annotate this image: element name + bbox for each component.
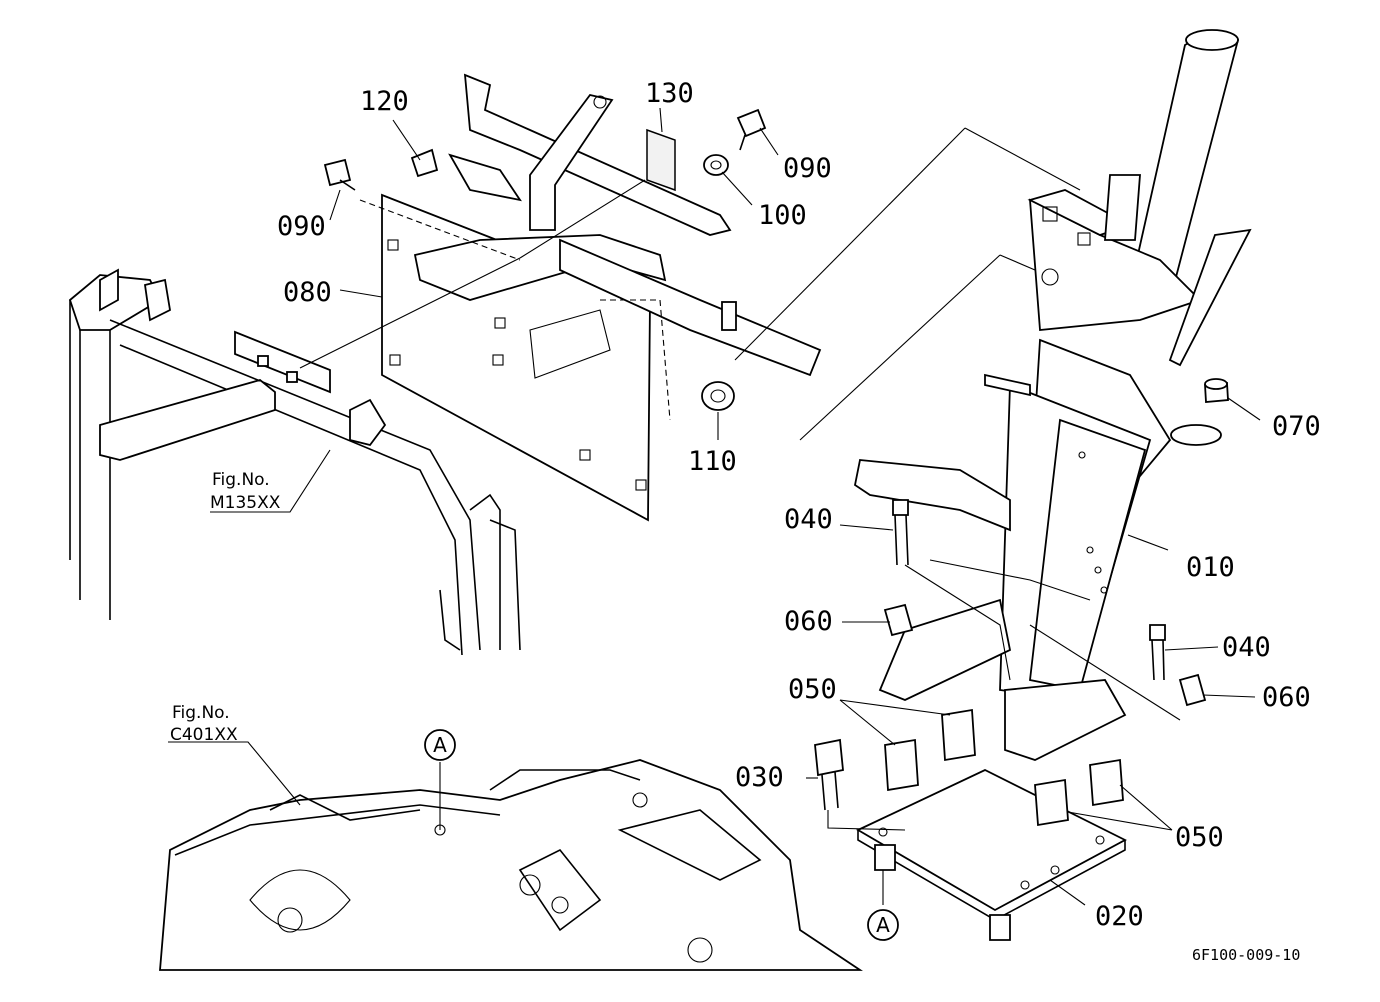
steering-column-010	[853, 29, 1252, 701]
callout-130: 130	[645, 78, 694, 109]
marker-a-top-circle	[424, 729, 456, 761]
fig-ref-1-code: M135XX	[210, 493, 281, 513]
callout-110: 110	[688, 446, 737, 477]
callout-060-left: 060	[784, 606, 833, 637]
fig-ref-1-label: Fig.No.	[212, 470, 270, 490]
fig-ref-2-label: Fig.No.	[172, 703, 230, 723]
fig-ref-2-code: C401XX	[170, 725, 238, 745]
callout-050-right: 050	[1175, 822, 1224, 853]
base-plate-020	[856, 679, 1127, 941]
marker-a-top: A	[433, 733, 447, 757]
mounts-and-nuts	[883, 603, 1207, 827]
callout-040-right: 040	[1222, 632, 1271, 663]
callout-080: 080	[283, 277, 332, 308]
alignment-lines	[299, 127, 1181, 831]
callout-030: 030	[735, 762, 784, 793]
callout-090-left: 090	[277, 211, 326, 242]
callout-120: 120	[360, 86, 409, 117]
frame-assembly	[68, 268, 521, 656]
callout-040-left: 040	[784, 504, 833, 535]
figure-references: Fig.No. M135XX Fig.No. C401XX	[170, 470, 281, 745]
callout-010: 010	[1186, 552, 1235, 583]
callout-050-left: 050	[788, 674, 837, 705]
callout-060-right: 060	[1262, 682, 1311, 713]
bracket-assembly	[413, 73, 822, 377]
leader-lines	[168, 107, 1261, 906]
callout-090-right: 090	[783, 153, 832, 184]
marker-a-bottom-circle	[867, 909, 899, 941]
transmission-housing	[159, 759, 863, 971]
small-hardware	[323, 108, 767, 411]
drawing-code: 6F100-009-10	[1192, 946, 1300, 964]
callout-070: 070	[1272, 411, 1321, 442]
connection-markers: A A	[424, 729, 899, 941]
callout-020: 020	[1095, 901, 1144, 932]
part-callouts: 120 130 090 090 100 080 110 070 040 010 …	[277, 78, 1321, 932]
cap-070	[1204, 378, 1229, 403]
callout-100: 100	[758, 200, 807, 231]
bolts	[814, 499, 1166, 811]
marker-a-bottom: A	[876, 913, 890, 937]
